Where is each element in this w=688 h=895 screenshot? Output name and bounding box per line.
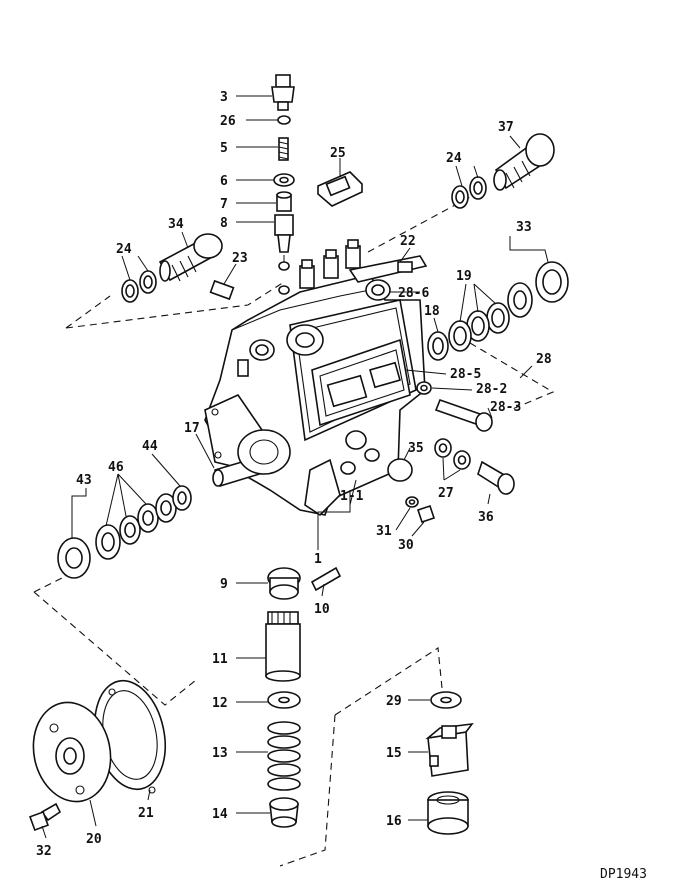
callout-14: 14 [212,807,228,822]
callout-34: 34 [168,217,184,232]
delivery-valve-parts [271,74,295,295]
callout-46: 46 [108,460,124,475]
callout-6: 6 [220,174,228,189]
cover-bolt-28-3 [416,381,493,432]
callout-29: 29 [386,694,402,709]
pump-housing [204,239,428,517]
callout-24-left: 24 [116,242,132,257]
callout-35: 35 [408,441,424,456]
callout-30: 30 [398,538,414,553]
tappet-column [425,691,474,835]
callout-43: 43 [76,473,92,488]
drive-gear-stack-left [57,485,192,579]
callout-24-right: 24 [446,151,462,166]
callout-17: 17 [184,421,200,436]
banjo-bolt-37 [451,133,555,209]
callout-36: 36 [478,510,494,525]
callout-28-3: 28-3 [490,400,521,415]
callout-8: 8 [220,216,228,231]
callout-5: 5 [220,141,228,156]
callout-28: 28 [536,352,552,367]
callout-33: 33 [516,220,532,235]
plunger-column [265,566,342,828]
callout-12: 12 [212,696,228,711]
coupling-and-gasket [29,679,166,831]
callout-21: 21 [138,806,154,821]
callout-1-1: 1-1 [340,489,364,504]
callout-20: 20 [86,832,102,847]
ring-stack-right [427,261,569,361]
callout-37: 37 [498,120,514,135]
callout-31: 31 [376,524,392,539]
callout-44: 44 [142,439,158,454]
callout-32: 32 [36,844,52,859]
callout-10: 10 [314,602,330,617]
callout-7: 7 [220,197,228,212]
callout-28-6: 28-6 [398,286,429,301]
lower-right-small-parts [387,438,515,524]
callout-3: 3 [220,90,228,105]
callout-labels: 3 26 5 6 7 8 25 37 24 34 24 23 22 33 19 … [36,90,647,882]
callout-22: 22 [400,234,416,249]
callout-15: 15 [386,746,402,761]
part-25-bracket [317,171,363,207]
callout-28-2: 28-2 [476,382,507,397]
callout-23: 23 [232,251,248,266]
callout-28-5: 28-5 [450,367,481,382]
callout-1: 1 [314,552,322,567]
banjo-bolt-34 [121,233,223,303]
callout-27: 27 [438,486,454,501]
callout-13: 13 [212,746,228,761]
leader-lines [41,95,549,839]
callout-16: 16 [386,814,402,829]
callout-26: 26 [220,114,236,129]
callout-19: 19 [456,269,472,284]
callout-18: 18 [424,304,440,319]
drawing-code: DP1943 [600,867,647,882]
callout-25: 25 [330,146,346,161]
callout-9: 9 [220,577,228,592]
callout-11: 11 [212,652,228,667]
